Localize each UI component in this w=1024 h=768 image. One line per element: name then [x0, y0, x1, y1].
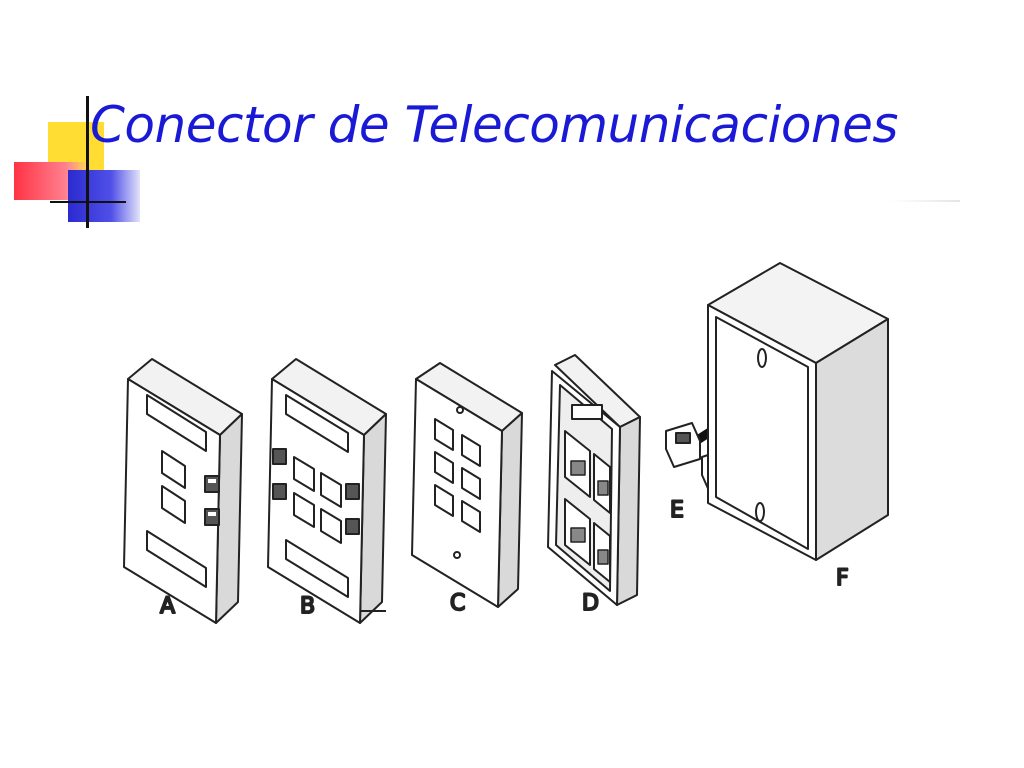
label-c: C — [450, 591, 465, 616]
title-decoration — [0, 0, 170, 240]
label-b: B — [300, 594, 315, 619]
label-d: D — [582, 591, 599, 616]
label-a: A — [160, 594, 175, 619]
surface-box-f — [707, 262, 889, 561]
faceplate-d — [547, 354, 641, 606]
faceplate-a — [123, 358, 243, 624]
blue-square — [68, 170, 140, 222]
connector-diagram: A B C D E F — [110, 255, 910, 630]
title-underline — [890, 200, 960, 202]
horizontal-rule — [50, 201, 126, 203]
label-e: E — [670, 498, 684, 523]
label-f: F — [836, 566, 849, 591]
vertical-rule — [86, 96, 89, 228]
faceplate-c — [411, 362, 523, 608]
faceplate-b — [267, 358, 387, 624]
slide-title: Conector de Telecomunicaciones — [90, 96, 898, 154]
